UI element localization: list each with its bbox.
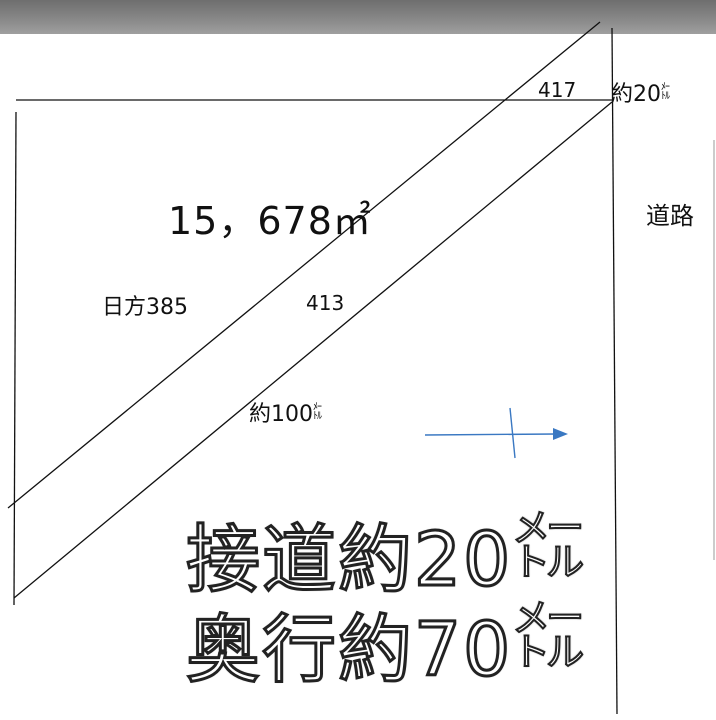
caption-frontage-text: 接道約20 (184, 516, 513, 605)
parcel-label-417: 417 (538, 78, 577, 102)
depth-measure-unit: ﾒｰﾄﾙ (313, 402, 322, 422)
depth-measure-value: 約100 (249, 402, 313, 427)
diagonal-boundary-lower (13, 101, 613, 599)
area-label: 15，678㎡ (168, 199, 372, 243)
scan-background (0, 0, 716, 40)
road-edge-line (611, 27, 618, 715)
frontage-measure-unit: ﾒｰﾄﾙ (661, 82, 670, 102)
frontage-measure-value: 約20 (611, 82, 661, 107)
caption-depth-unit: メートル (511, 596, 585, 674)
left-boundary-line (13, 111, 17, 606)
parcel-label-413: 413 (306, 291, 345, 315)
direction-arrow-shaft (424, 433, 557, 436)
road-label: 道路 (646, 202, 694, 230)
parcel-label-385: 日方385 (102, 295, 188, 320)
caption-depth-text: 奥行約70 (184, 606, 513, 695)
paper-sheet (0, 34, 716, 720)
caption-frontage-unit: メートル (511, 506, 585, 584)
diagonal-boundary-upper (7, 21, 601, 509)
direction-arrow-tick (509, 407, 516, 459)
direction-arrow-head (553, 428, 568, 440)
